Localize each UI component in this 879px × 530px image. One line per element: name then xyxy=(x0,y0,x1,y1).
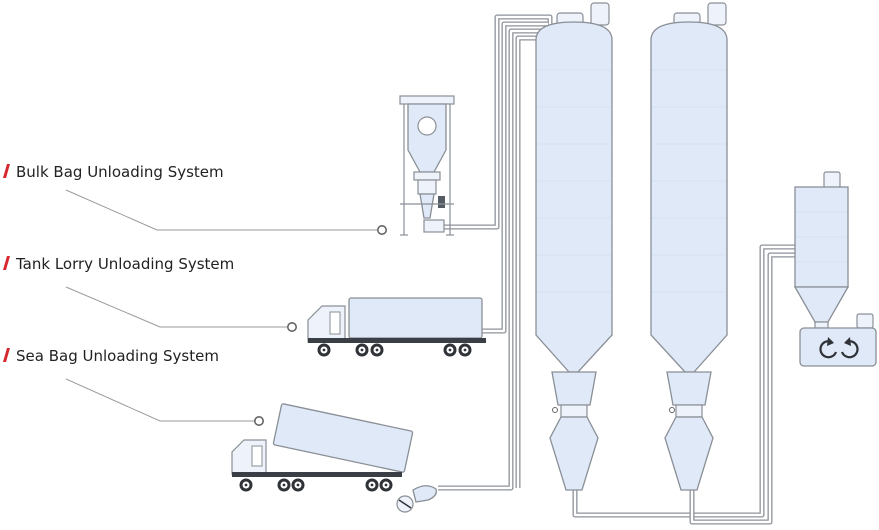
connector-sea-bag xyxy=(254,415,265,426)
connector-tank-lorry xyxy=(286,321,297,332)
rotate-ccw-icon xyxy=(819,337,838,359)
pipe-sea-bag xyxy=(438,28,543,491)
hopper-valve xyxy=(396,485,437,513)
dust-collector xyxy=(793,171,850,329)
dump-truck-wheels xyxy=(239,478,393,492)
label-bulk-bag-text: Bulk Bag Unloading System xyxy=(16,163,224,181)
label-bulk-bag: Bulk Bag Unloading System xyxy=(3,163,387,236)
silo-2 xyxy=(650,2,728,491)
dump-truck xyxy=(231,403,437,513)
tank-lorry xyxy=(307,297,486,357)
label-sea-bag-text: Sea Bag Unloading System xyxy=(16,347,219,365)
bulk-bag-unloader xyxy=(399,95,455,236)
accent-slash xyxy=(3,256,10,270)
accent-slash xyxy=(3,164,10,178)
accent-slash xyxy=(3,348,10,362)
rotate-cw-icon xyxy=(840,337,859,359)
label-tank-lorry-text: Tank Lorry Unloading System xyxy=(15,255,234,273)
label-sea-bag: Sea Bag Unloading System xyxy=(3,347,265,426)
pipe-silo-outlets xyxy=(572,244,795,525)
pipe-tank-lorry xyxy=(482,21,548,334)
silo-1 xyxy=(535,2,613,491)
connector-bulk-bag xyxy=(376,225,387,236)
tank-lorry-wheels xyxy=(317,343,472,357)
conveying-pipes xyxy=(438,14,795,525)
label-tank-lorry: Tank Lorry Unloading System xyxy=(3,255,297,332)
rotary-blower xyxy=(799,313,877,367)
pipe-bulk-bag xyxy=(444,14,553,230)
